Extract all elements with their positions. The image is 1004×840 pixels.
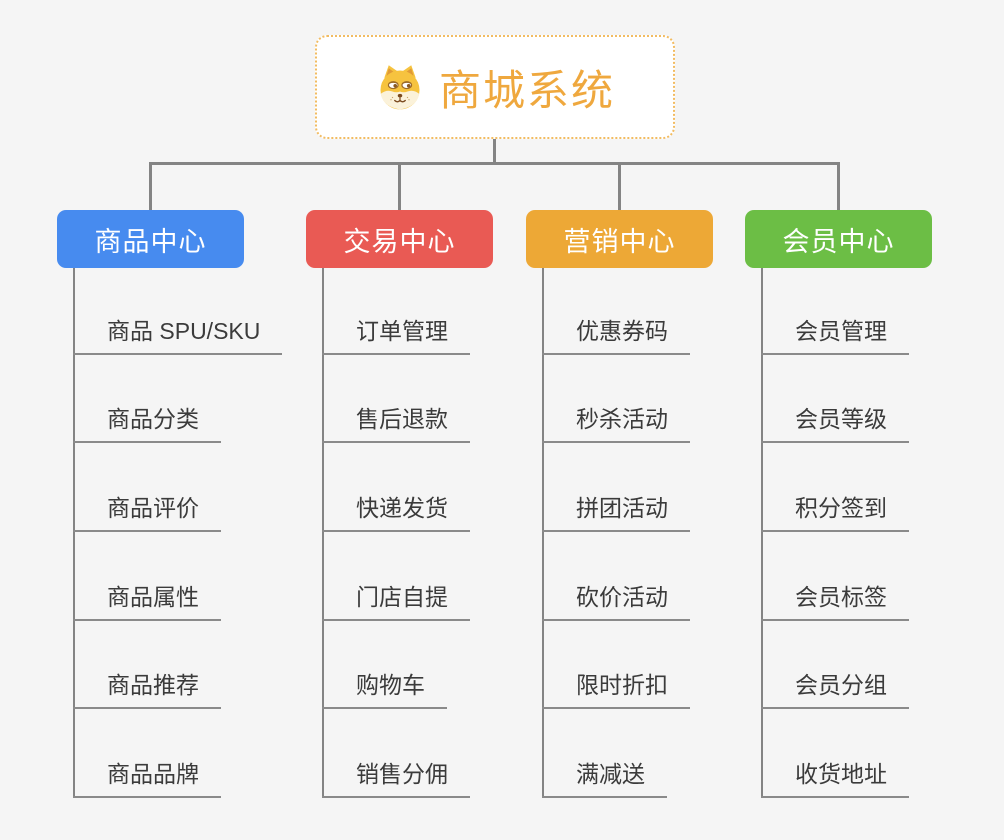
child-topic-label: 订单管理 [356, 318, 448, 344]
child-topic[interactable]: 购物车 [322, 669, 447, 709]
child-topic-label: 门店自提 [356, 584, 448, 610]
branch-node-1[interactable]: 商品中心 [57, 210, 244, 268]
branch-label: 交易中心 [343, 226, 456, 257]
child-topic-label: 砍价活动 [576, 584, 668, 610]
child-topic[interactable]: 商品属性 [73, 581, 221, 621]
root-node[interactable]: 商城系统 [315, 35, 675, 139]
child-topic-label: 商品评价 [107, 495, 199, 521]
child-topic-label: 商品 SPU/SKU [107, 318, 261, 344]
child-topic[interactable]: 销售分佣 [322, 758, 470, 798]
child-topic-label: 优惠券码 [576, 318, 668, 344]
branch-label: 商品中心 [94, 226, 207, 257]
child-topic[interactable]: 积分签到 [761, 492, 909, 532]
branch-node-4[interactable]: 会员中心 [745, 210, 932, 268]
child-topic-label: 满减送 [576, 761, 645, 787]
child-topic-label: 会员等级 [795, 406, 887, 432]
connector-line [542, 268, 544, 798]
child-topic-label: 会员分组 [795, 672, 887, 698]
child-topic-label: 限时折扣 [576, 672, 668, 698]
connector-line [837, 162, 840, 210]
child-topic-label: 快递发货 [356, 495, 448, 521]
branch-label: 营销中心 [563, 226, 676, 257]
branch-label: 会员中心 [782, 226, 895, 257]
child-topic[interactable]: 快递发货 [322, 492, 470, 532]
connector-line [398, 162, 401, 210]
child-topic-label: 会员标签 [795, 584, 887, 610]
connector-line [618, 162, 621, 210]
root-title: 商城系统 [438, 66, 615, 114]
child-topic-label: 售后退款 [356, 406, 448, 432]
child-topic[interactable]: 会员管理 [761, 315, 909, 355]
child-topic[interactable]: 售后退款 [322, 403, 470, 443]
child-topic-label: 销售分佣 [356, 761, 448, 787]
child-topic[interactable]: 门店自提 [322, 581, 470, 621]
child-topic-label: 商品属性 [107, 584, 199, 610]
connector-line [761, 268, 763, 798]
child-topic[interactable]: 会员分组 [761, 669, 909, 709]
branch-node-2[interactable]: 交易中心 [306, 210, 493, 268]
child-topic[interactable]: 商品评价 [73, 492, 221, 532]
child-topic-label: 购物车 [356, 672, 425, 698]
branch-node-3[interactable]: 营销中心 [526, 210, 713, 268]
connector-line [73, 268, 75, 798]
child-topic-label: 商品分类 [107, 406, 199, 432]
child-topic-label: 商品品牌 [107, 761, 199, 787]
child-topic[interactable]: 收货地址 [761, 758, 909, 798]
child-topic-label: 商品推荐 [107, 672, 199, 698]
child-topic-label: 积分签到 [795, 495, 887, 521]
child-topic[interactable]: 拼团活动 [542, 492, 690, 532]
child-topic[interactable]: 订单管理 [322, 315, 470, 355]
child-topic[interactable]: 限时折扣 [542, 669, 690, 709]
child-topic[interactable]: 商品分类 [73, 403, 221, 443]
child-topic-label: 拼团活动 [576, 495, 668, 521]
child-topic[interactable]: 会员标签 [761, 581, 909, 621]
child-topic[interactable]: 满减送 [542, 758, 667, 798]
child-topic[interactable]: 商品品牌 [73, 758, 221, 798]
dog-face-icon [380, 65, 420, 110]
connector-line [322, 268, 324, 798]
child-topic-label: 收货地址 [795, 761, 887, 787]
child-topic[interactable]: 会员等级 [761, 403, 909, 443]
child-topic-label: 会员管理 [795, 318, 887, 344]
connector-line [149, 162, 152, 210]
child-topic[interactable]: 商品推荐 [73, 669, 221, 709]
connector-line [149, 162, 840, 165]
child-topic[interactable]: 优惠券码 [542, 315, 690, 355]
connector-line [493, 139, 496, 165]
child-topic-label: 秒杀活动 [576, 406, 668, 432]
child-topic[interactable]: 砍价活动 [542, 581, 690, 621]
child-topic[interactable]: 商品 SPU/SKU [73, 315, 283, 355]
child-topic[interactable]: 秒杀活动 [542, 403, 690, 443]
